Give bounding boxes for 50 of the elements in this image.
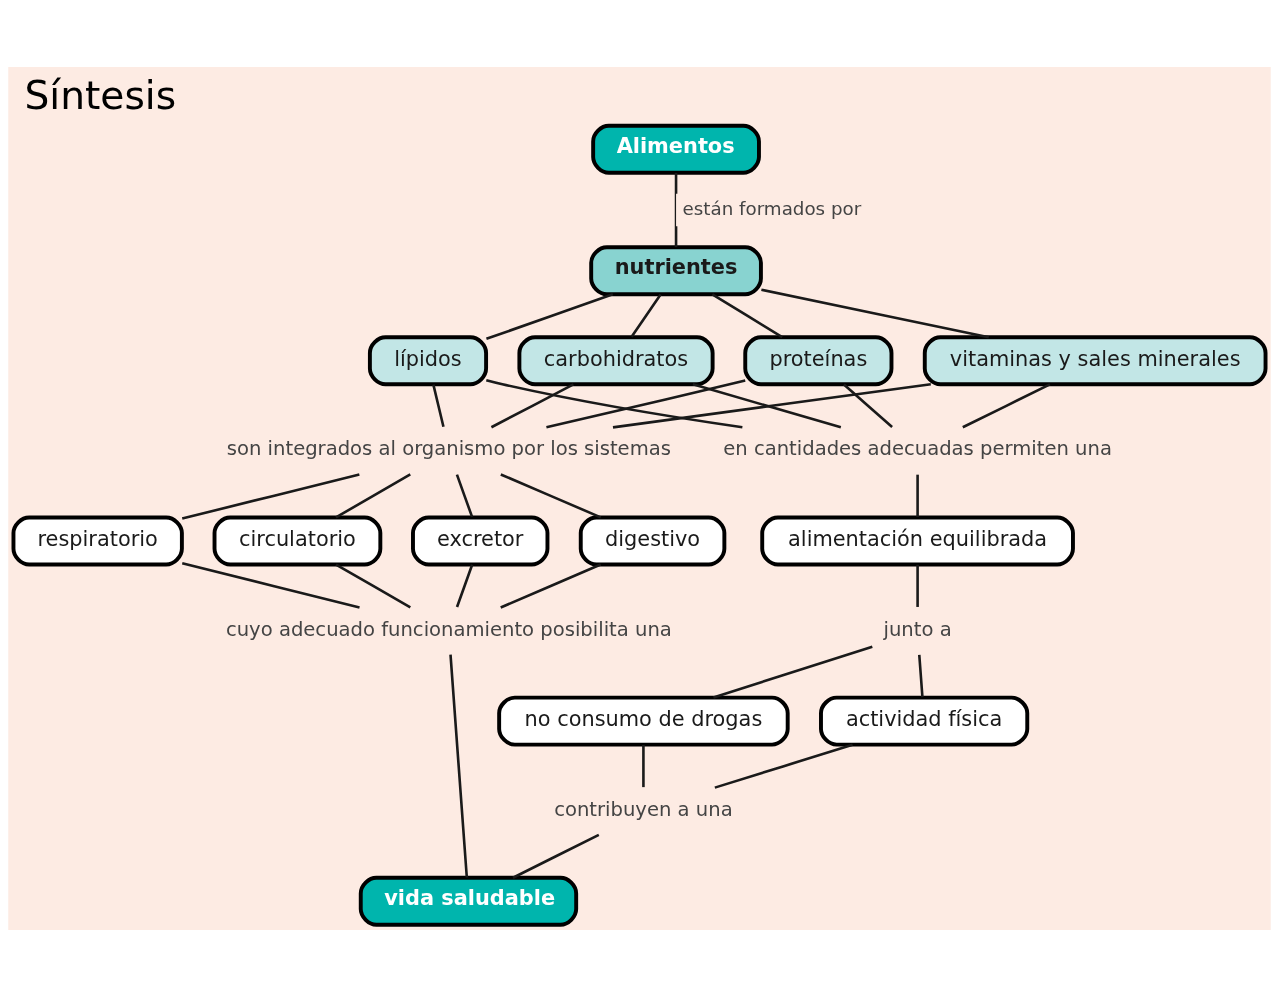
connector xyxy=(711,293,783,339)
connector xyxy=(455,564,474,608)
connector xyxy=(843,383,893,429)
node-text: son integrados al organismo por los sistemas xyxy=(226,437,671,461)
node-box: Alimentos xyxy=(591,123,761,175)
node-box: carbohidratos xyxy=(517,335,715,387)
node-box: alimentación equilibrada xyxy=(760,515,1075,567)
connector xyxy=(490,383,574,429)
connector xyxy=(642,744,645,788)
connector xyxy=(335,473,411,519)
node-box: vida saludable xyxy=(358,875,579,927)
edge-label: están formados por xyxy=(682,198,862,220)
connector xyxy=(455,474,474,518)
node-box: lípidos xyxy=(367,335,489,387)
connector xyxy=(916,474,919,517)
connector xyxy=(512,833,600,879)
node-text: contribuyen a una xyxy=(554,797,733,821)
diagram-title: Síntesis xyxy=(24,72,177,118)
node-box: digestivo xyxy=(578,515,727,567)
connector xyxy=(674,172,678,248)
connector xyxy=(916,564,919,607)
connector xyxy=(917,654,924,698)
node-box: proteínas xyxy=(743,335,894,387)
connector xyxy=(485,379,743,429)
connector xyxy=(500,563,602,609)
node-box: no consumo de drogas xyxy=(497,695,790,747)
connector xyxy=(692,383,842,429)
node-box: circulatorio xyxy=(212,515,383,567)
connector xyxy=(714,743,853,789)
connector xyxy=(630,293,662,338)
connector xyxy=(181,473,360,520)
connector xyxy=(449,654,469,878)
node-box: actividad física xyxy=(819,695,1030,747)
node-text: en cantidades adecuadas permiten una xyxy=(723,437,1112,461)
node-text: junto a xyxy=(883,617,952,641)
connector xyxy=(713,645,873,699)
connector xyxy=(962,383,1051,429)
connector xyxy=(546,379,746,429)
connector xyxy=(181,562,360,609)
connector xyxy=(500,473,602,519)
connector xyxy=(335,563,411,609)
node-box: nutrientes xyxy=(589,245,763,297)
connector xyxy=(761,288,989,339)
node-box: excretor xyxy=(411,515,550,567)
connector xyxy=(486,293,614,341)
node-box: vitaminas y sales minerales xyxy=(922,335,1268,387)
connector xyxy=(612,383,931,429)
node-box: respiratorio xyxy=(11,515,184,567)
connector xyxy=(432,384,445,428)
node-text: cuyo adecuado funcionamiento posibilita una xyxy=(225,617,672,641)
